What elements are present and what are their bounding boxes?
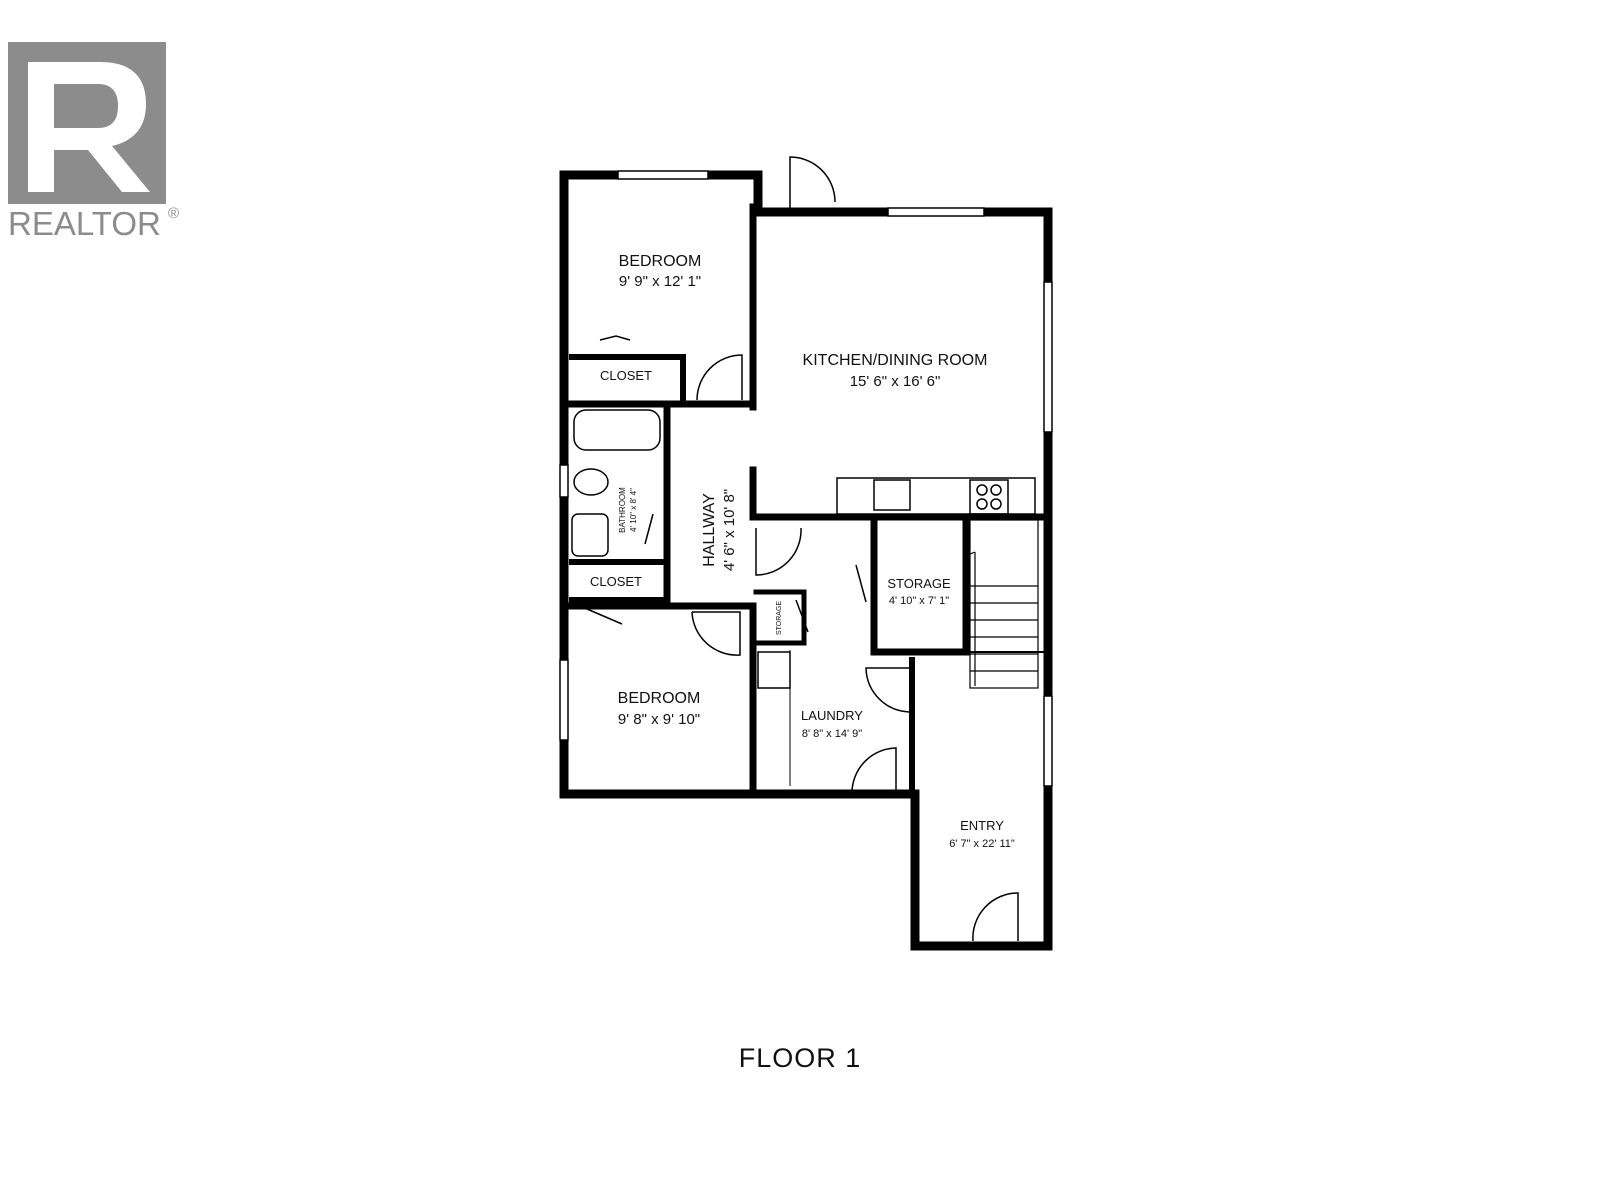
stove [969, 479, 1009, 515]
room-name-entry: ENTRY [960, 818, 1004, 833]
kitchen-counter [836, 477, 1036, 515]
logo-wordmark: REALTOR [8, 205, 161, 242]
room-name-closet-1: CLOSET [600, 368, 652, 383]
room-name-laundry: LAUNDRY [801, 708, 863, 723]
floor-title: FLOOR 1 [738, 1043, 862, 1073]
room-name-closet-2: CLOSET [590, 574, 642, 589]
room-name-hallway: HALLWAY [701, 493, 718, 567]
windows [559, 170, 1053, 787]
room-dims-laundry: 8' 8" x 14' 9" [802, 728, 862, 740]
stairs [964, 519, 1039, 689]
laundry-sink [757, 651, 791, 689]
room-dims-kitchen-dining: 15' 6" x 16' 6" [850, 373, 941, 390]
realtor-logo: REALTOR ® [8, 42, 180, 242]
logo-r-mark [28, 62, 150, 192]
room-name-bathroom: BATHROOM [618, 487, 627, 533]
logo-registered: ® [168, 205, 179, 222]
kitchen-sink [873, 479, 911, 511]
room-name-kitchen-dining: KITCHEN/DINING ROOM [803, 352, 988, 369]
room-labels: BEDROOM 9' 9" x 12' 1" KITCHEN/DINING RO… [590, 253, 1015, 850]
room-dims-bathroom: 4' 10" x 8' 4" [629, 488, 638, 532]
room-dims-entry: 6' 7" x 22' 11" [949, 838, 1015, 850]
room-dims-hallway: 4' 6" x 10' 8" [721, 489, 738, 571]
room-dims-storage-1: 4' 10" x 7' 1" [889, 595, 949, 607]
bathroom-sink [571, 513, 609, 557]
room-name-storage-2: STORAGE [776, 601, 783, 635]
room-dims-bedroom-2: 9' 8" x 9' 10" [618, 711, 700, 728]
room-name-bedroom-2: BEDROOM [618, 690, 701, 707]
doors [579, 156, 1019, 942]
toilet [573, 468, 609, 496]
bathtub [573, 409, 661, 451]
room-name-bedroom-1: BEDROOM [619, 253, 702, 270]
room-name-storage-1: STORAGE [887, 576, 951, 591]
fixtures [571, 409, 1036, 786]
room-dims-bedroom-1: 9' 9" x 12' 1" [619, 273, 701, 290]
